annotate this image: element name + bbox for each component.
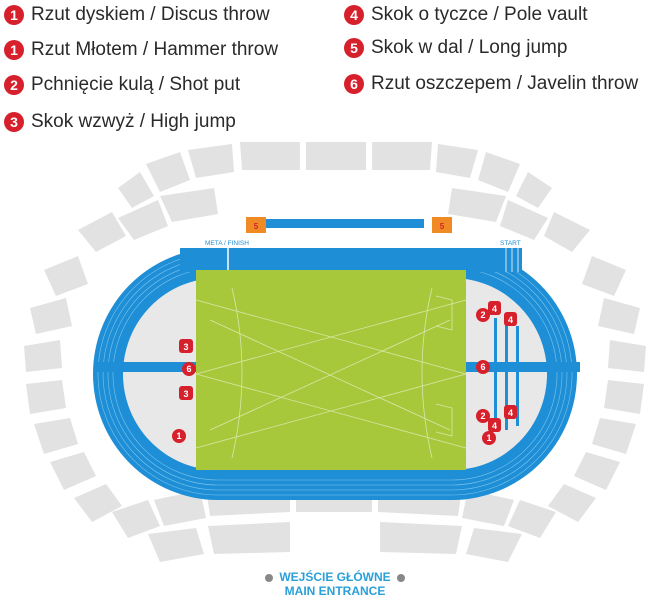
javelin-marker-right: 6 xyxy=(476,360,490,374)
long-jump-runway xyxy=(264,219,424,228)
entrance-label-english: MAIN ENTRANCE xyxy=(284,584,386,598)
start-label: START xyxy=(500,240,521,247)
legend-label: Skok wzwyż / High jump xyxy=(31,111,236,132)
legend-item-high-jump: 3 Skok wzwyż / High jump xyxy=(4,111,236,133)
legend-item-discus: 1 Rzut dyskiem / Discus throw xyxy=(4,4,270,26)
main-entrance-english: MAIN ENTRANCE xyxy=(0,584,670,598)
bullet-icon xyxy=(396,573,405,582)
stands xyxy=(24,142,646,562)
legend-item-pole-vault: 4 Skok o tyczce / Pole vault xyxy=(344,4,588,26)
legend-label: Pchnięcie kulą / Shot put xyxy=(31,74,241,95)
home-straight xyxy=(180,248,522,272)
shot-put-marker-bottom: 2 xyxy=(476,409,490,423)
finish-label: META / FINISH xyxy=(205,240,249,247)
javelin-number: 6 xyxy=(186,364,191,374)
discus-number: 1 xyxy=(176,431,181,441)
pole-vault-runways xyxy=(494,318,519,430)
high-jump-marker-top: 3 xyxy=(179,339,193,353)
pole-vault-number: 4 xyxy=(492,304,497,314)
legend-number-badge: 4 xyxy=(344,5,364,25)
javelin-number: 6 xyxy=(480,362,485,372)
javelin-runway-left xyxy=(96,362,196,372)
legend-number-badge: 1 xyxy=(4,40,24,60)
legend-label: Skok o tyczce / Pole vault xyxy=(371,4,588,25)
shot-put-marker-top: 2 xyxy=(476,308,490,322)
start-lines xyxy=(505,248,519,272)
legend-item-hammer: 1 Rzut Młotem / Hammer throw xyxy=(4,39,278,61)
discus-marker-left: 1 xyxy=(172,429,186,443)
long-jump-pit-left xyxy=(246,217,266,233)
entrance-label-polish: WEJŚCIE GŁÓWNE xyxy=(279,570,391,584)
legend-item-shot-put: 2 Pchnięcie kulą / Shot put xyxy=(4,74,240,96)
hammer-number: 1 xyxy=(486,433,491,443)
high-jump-number: 3 xyxy=(183,389,188,399)
legend-number-badge: 6 xyxy=(344,74,364,94)
long-jump-pit-right xyxy=(432,217,452,233)
pole-vault-number: 4 xyxy=(508,315,513,325)
pole-vault-marker-4: 4 xyxy=(488,418,501,432)
football-field xyxy=(196,270,466,470)
legend-label: Skok w dal / Long jump xyxy=(371,37,568,58)
legend-number-badge: 2 xyxy=(4,75,24,95)
legend-label: Rzut dyskiem / Discus throw xyxy=(31,4,270,25)
pole-vault-number: 4 xyxy=(492,421,497,431)
legend-label: Rzut oszczepem / Javelin throw xyxy=(371,73,639,94)
high-jump-number: 3 xyxy=(183,342,188,352)
hammer-marker-right: 1 xyxy=(482,431,496,445)
long-jump-number-right: 5 xyxy=(440,222,445,231)
legend-number-badge: 1 xyxy=(4,5,24,25)
legend-number-badge: 3 xyxy=(4,112,24,132)
legend-label: Rzut Młotem / Hammer throw xyxy=(31,39,279,60)
main-entrance: WEJŚCIE GŁÓWNE xyxy=(0,570,670,584)
pole-vault-marker-2: 4 xyxy=(504,312,517,326)
legend-number-badge: 5 xyxy=(344,38,364,58)
throwing-sector-lines xyxy=(195,287,467,459)
javelin-marker-left: 6 xyxy=(182,362,196,376)
pole-vault-marker-1: 4 xyxy=(488,301,501,315)
shot-put-number: 2 xyxy=(480,310,485,320)
pole-vault-number: 4 xyxy=(508,408,513,418)
legend-item-javelin: 6 Rzut oszczepem / Javelin throw xyxy=(344,73,638,95)
legend-item-long-jump: 5 Skok w dal / Long jump xyxy=(344,37,567,59)
bullet-icon xyxy=(265,573,274,582)
shot-put-number: 2 xyxy=(480,411,485,421)
pole-vault-marker-3: 4 xyxy=(504,405,517,419)
high-jump-marker-bottom: 3 xyxy=(179,386,193,400)
javelin-runway-right xyxy=(466,362,580,372)
long-jump-number-left: 5 xyxy=(254,222,259,231)
track-lanes xyxy=(97,252,573,496)
event-markers: 3 6 3 1 2 4 4 6 xyxy=(172,301,517,445)
